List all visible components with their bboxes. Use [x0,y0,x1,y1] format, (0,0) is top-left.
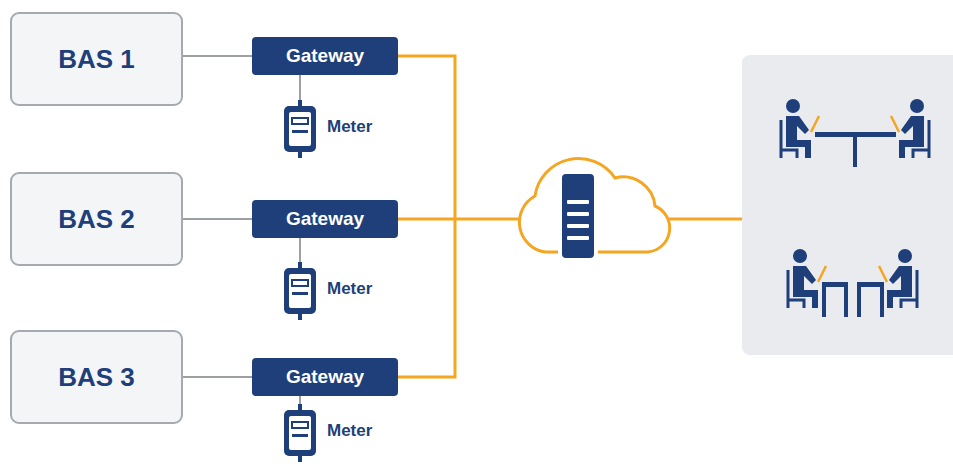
connector-line [183,55,252,57]
orange-bus [398,56,455,377]
gateway-box: Gateway [252,358,398,396]
table-leg [822,287,826,317]
laptop [818,266,826,282]
chair [901,270,917,308]
orange-link [664,218,742,221]
users-panel [742,55,953,355]
meter-node: Meter [283,262,376,320]
laptop [879,266,887,282]
meter-stub [298,314,302,320]
server-slot [567,212,589,216]
meter-label: Meter [327,279,372,299]
meter-line [292,130,308,133]
person-head [898,249,912,263]
laptop [891,116,899,132]
server-icon [560,172,596,260]
meter-body [284,410,316,456]
table-top [815,132,896,137]
meter-stub [298,152,302,158]
table-leg [880,287,884,317]
box-label: BAS 2 [58,204,135,235]
meter-icon [283,262,317,320]
table-leg [857,287,861,317]
meter-body [284,106,316,152]
meter-line [292,434,308,437]
desk-group [788,249,917,317]
box-label: BAS 3 [58,362,135,393]
meter-face [289,416,311,450]
table-leg [844,287,848,317]
meter-face [289,112,311,146]
server-slot [567,236,589,240]
meter-icon [283,404,317,462]
chair [913,120,929,158]
table-top [822,282,848,287]
meter-display [292,280,308,286]
table-leg [853,137,857,167]
bas-box: BAS 2 [10,172,183,266]
connector-line [299,75,301,100]
person-head [910,99,924,113]
server-slot [567,200,589,204]
box-label: Gateway [286,208,364,230]
connector-line [183,218,252,220]
meter-stub [298,100,302,106]
meter-label: Meter [327,117,372,137]
meter-node: Meter [283,100,376,158]
network-lines [398,56,742,377]
box-label: Gateway [286,366,364,388]
laptop [811,116,819,132]
connector-line [183,376,252,378]
server-slot [567,224,589,228]
person-head [793,249,807,263]
bas-box: BAS 3 [10,330,183,424]
server-body [560,172,596,260]
meter-stub [298,262,302,268]
meter-body [284,268,316,314]
meter-node: Meter [283,404,376,462]
person-head [786,99,800,113]
meter-face [289,274,311,308]
meter-line [292,292,308,295]
box-label: BAS 1 [58,44,135,75]
connector-line [299,396,301,404]
table-top [857,282,884,287]
gateway-box: Gateway [252,200,398,238]
connector-line [299,238,301,262]
meter-display [292,422,308,428]
bas-box: BAS 1 [10,12,183,106]
meeting-group [781,99,929,167]
meter-label: Meter [327,421,372,441]
meter-stub [298,404,302,410]
orange-link [398,218,527,221]
people-icons [781,99,929,317]
meter-icon [283,100,317,158]
gateway-box: Gateway [252,37,398,75]
box-label: Gateway [286,45,364,67]
chair [788,270,804,308]
chair [781,120,797,158]
meter-stub [298,456,302,462]
meter-display [292,118,308,124]
